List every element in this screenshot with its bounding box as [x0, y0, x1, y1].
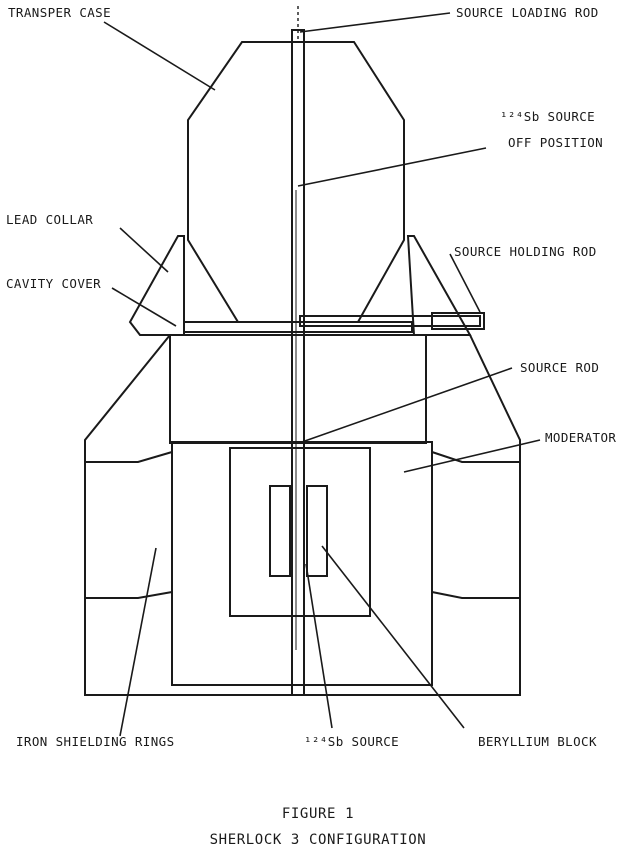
source-holding-rod — [299, 312, 485, 330]
label-transfer-case: TRANSPER CASE — [8, 5, 111, 20]
label-iron-shielding-rings: IRON SHIELDING RINGS — [16, 734, 175, 749]
label-sb-source: ¹²⁴Sb SOURCE — [304, 734, 399, 749]
label-source-rod: SOURCE ROD — [520, 360, 599, 375]
source-rod-channel — [291, 6, 305, 696]
lead-collar — [128, 235, 472, 336]
transfer-case — [183, 41, 413, 333]
leader-lines — [103, 12, 541, 737]
label-moderator: MODERATOR — [545, 430, 616, 445]
label-cavity-cover: CAVITY COVER — [6, 276, 101, 291]
label-source-holding-rod: SOURCE HOLDING ROD — [454, 244, 597, 259]
moderator-block — [171, 441, 433, 686]
label-beryllium-block: BERYLLIUM BLOCK — [478, 734, 597, 749]
label-source-loading-rod: SOURCE LOADING ROD — [456, 5, 599, 20]
cavity-cover-plug — [169, 334, 427, 444]
beryllium-block — [269, 485, 328, 577]
label-lead-collar: LEAD COLLAR — [6, 212, 93, 227]
label-sb-source-off-line2: OFF POSITION — [508, 135, 603, 150]
figure-number: FIGURE 1 — [282, 806, 354, 822]
figure-title: SHERLOCK 3 CONFIGURATION — [210, 832, 427, 848]
label-sb-source-off-line1: ¹²⁴Sb SOURCE — [500, 109, 595, 124]
